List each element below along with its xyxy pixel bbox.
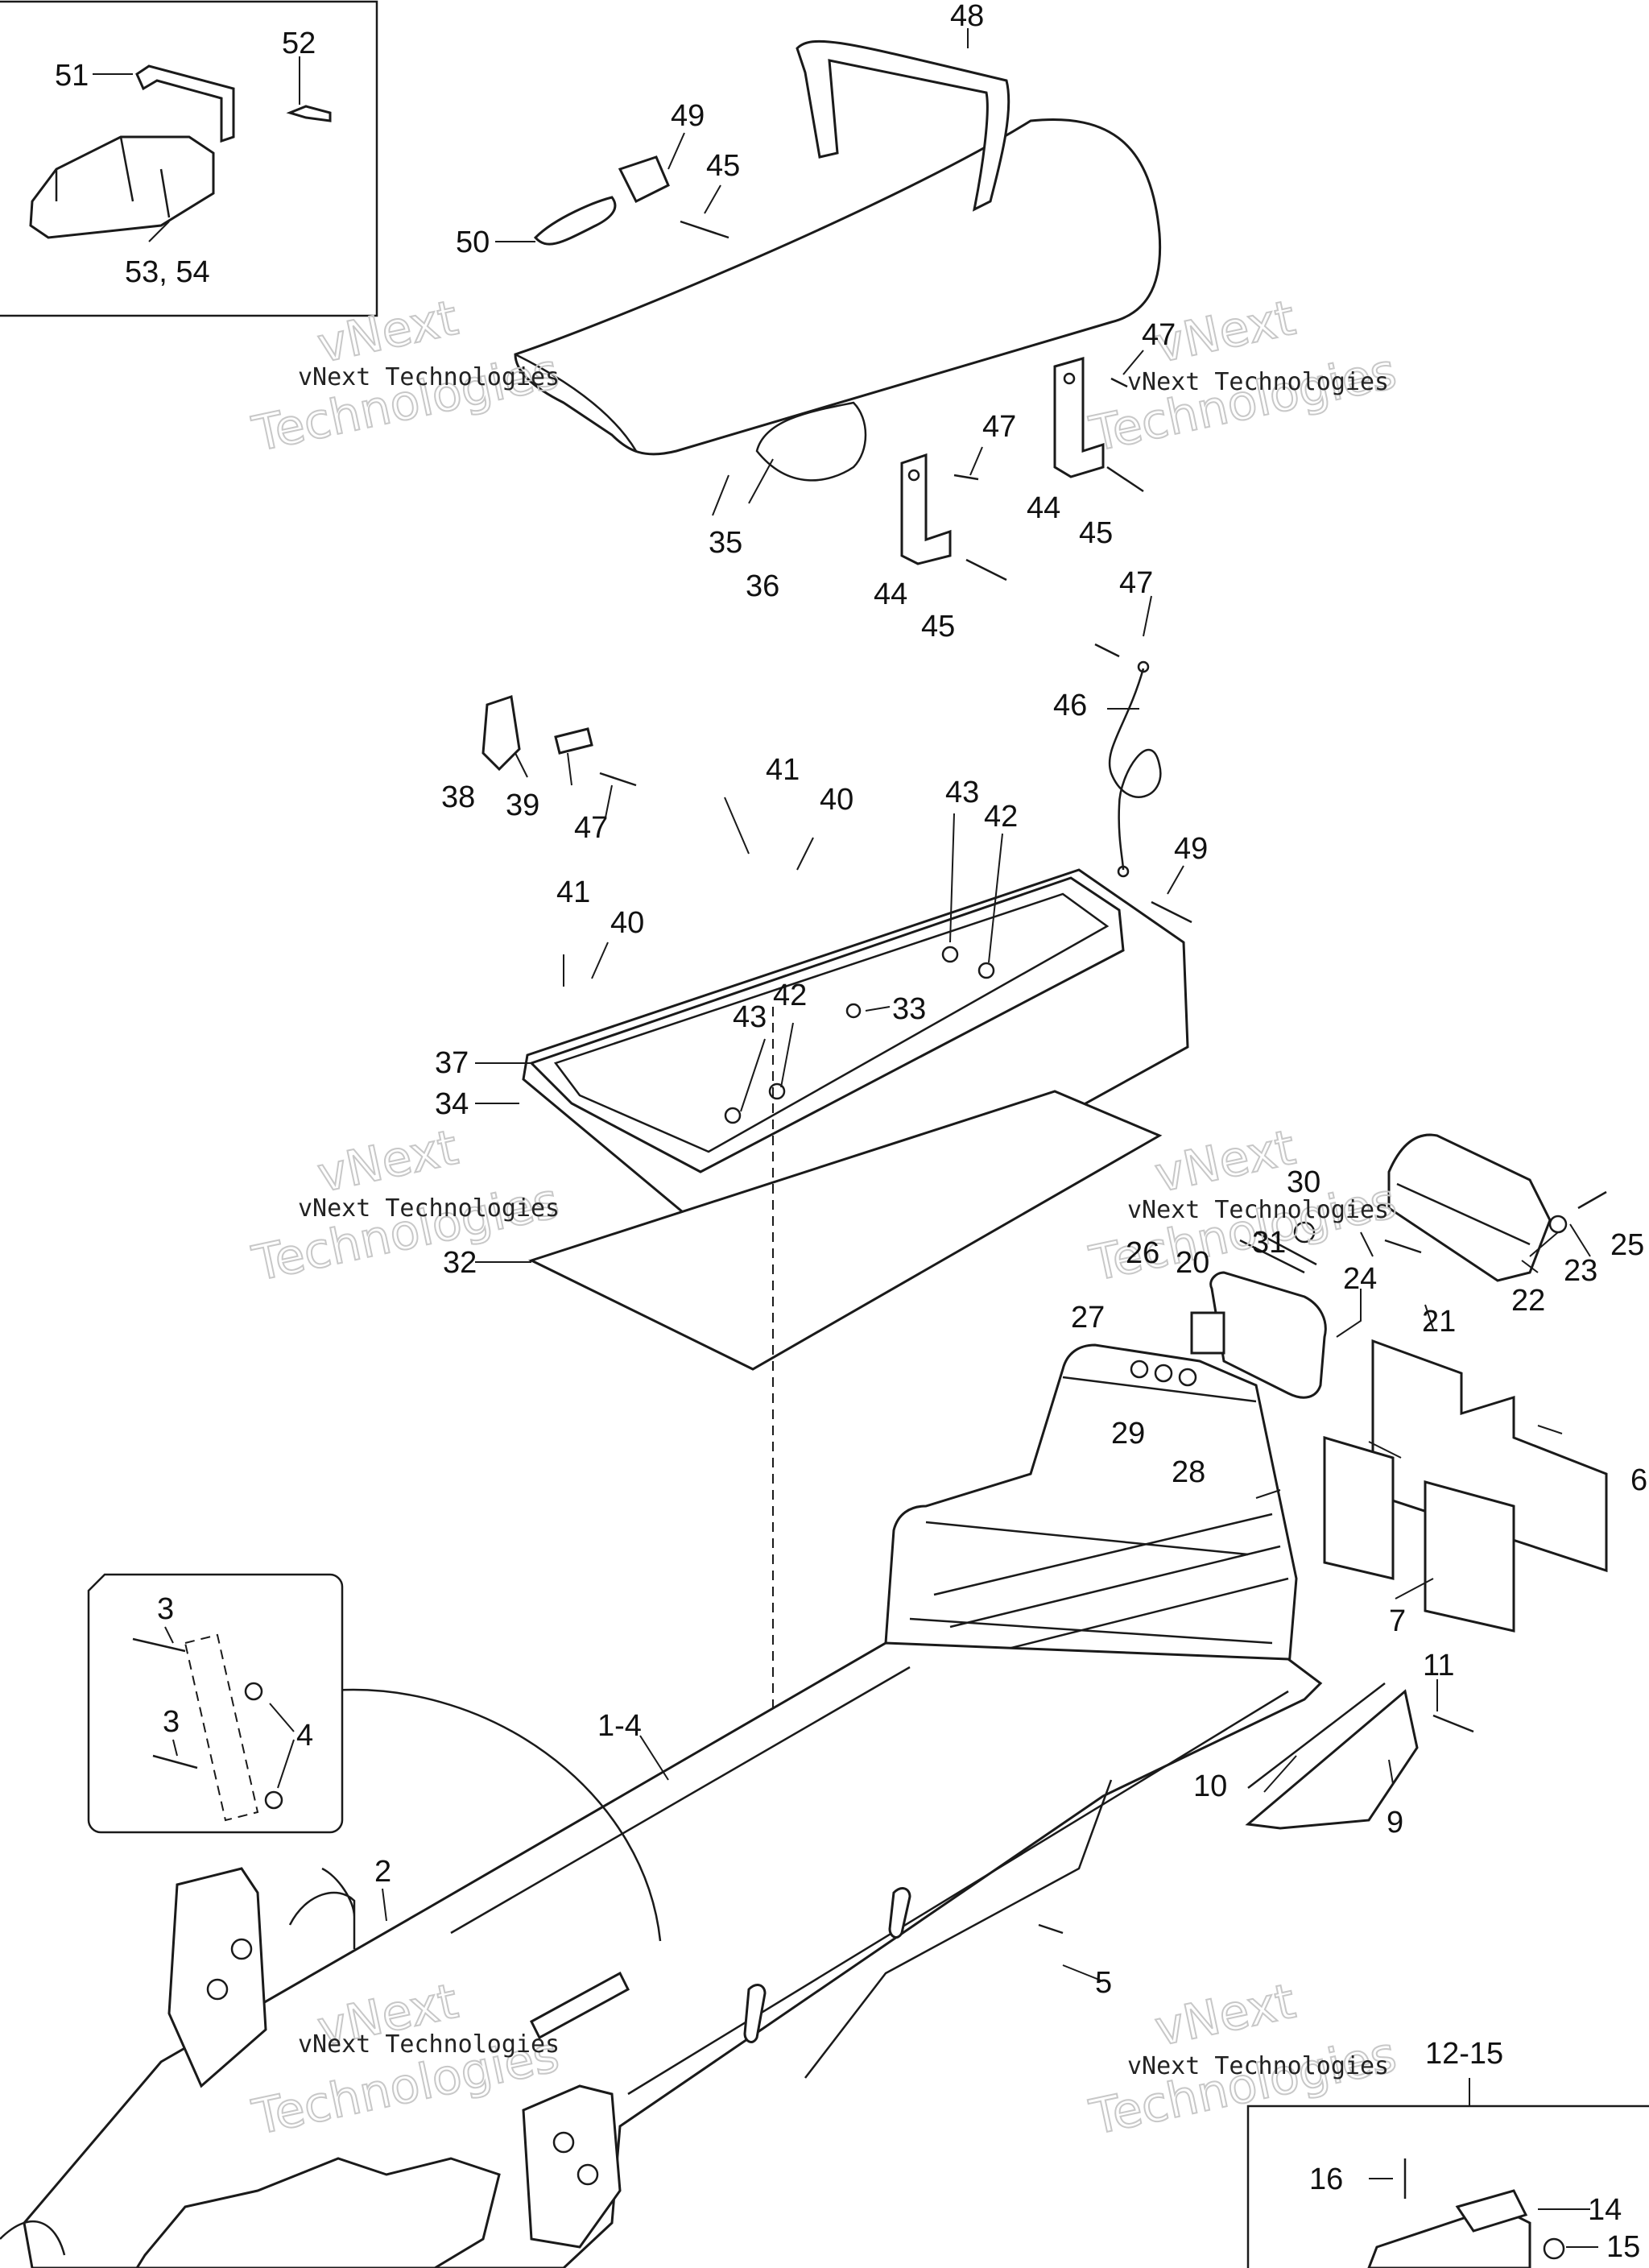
callout-39: 39	[506, 788, 539, 822]
callout-12-15: 12-15	[1425, 2037, 1503, 2071]
callout-45-top: 45	[706, 149, 740, 183]
mud-flaps	[1323, 1339, 1608, 1633]
watermark-big-1c: vNext	[313, 1120, 463, 1204]
callout-labels: 51 52 53, 54 48 49 45 50 47 47 35 36 44 …	[55, 0, 1647, 2264]
taillight-group	[1190, 1133, 1607, 1399]
callout-52: 52	[282, 27, 316, 60]
watermark-text-2: vNext Technologies	[1127, 368, 1389, 396]
callout-6: 6	[1630, 1463, 1647, 1497]
callout-7: 7	[1389, 1604, 1406, 1638]
callout-42-top: 42	[984, 800, 1018, 834]
callout-4: 4	[296, 1719, 313, 1753]
inset-seat-accessories	[0, 0, 378, 317]
callout-47-mid: 47	[982, 410, 1016, 444]
callout-11: 11	[1423, 1649, 1454, 1682]
callout-14: 14	[1588, 2193, 1622, 2227]
callout-20: 20	[1176, 1246, 1209, 1280]
callout-41-top: 41	[766, 753, 800, 787]
callout-40-left: 40	[610, 906, 644, 940]
callout-43-low: 43	[733, 1000, 767, 1034]
callout-10: 10	[1193, 1769, 1227, 1803]
callout-48: 48	[950, 0, 984, 33]
callout-16: 16	[1309, 2162, 1343, 2196]
callout-42-low: 42	[773, 979, 807, 1012]
callout-49-top: 49	[671, 99, 705, 133]
callout-45-low: 45	[921, 610, 955, 644]
watermark-big-2c: Technologies	[248, 1173, 564, 1293]
watermark-big-1f: vNext	[1151, 1973, 1300, 2058]
callout-46: 46	[1053, 689, 1087, 722]
callout-38: 38	[441, 780, 475, 814]
callout-44-left: 44	[874, 577, 907, 611]
watermark-big-2a: Technologies	[248, 343, 564, 463]
callout-53-54: 53, 54	[125, 255, 210, 289]
callout-23: 23	[1564, 1254, 1597, 1288]
callout-22: 22	[1511, 1284, 1545, 1318]
callout-36: 36	[746, 569, 779, 603]
seat-assembly	[514, 39, 1162, 482]
callout-21: 21	[1422, 1305, 1456, 1339]
callout-41-left: 41	[556, 875, 590, 909]
callout-26: 26	[1126, 1236, 1159, 1270]
callout-30: 30	[1287, 1165, 1320, 1199]
inset-bolts	[87, 1573, 344, 1834]
storage-box	[522, 868, 1189, 1933]
callout-24: 24	[1343, 1262, 1377, 1296]
callout-3-low: 3	[163, 1705, 180, 1739]
watermark-text-4: vNext Technologies	[1127, 1196, 1389, 1224]
callout-25: 25	[1610, 1228, 1644, 1262]
callout-9: 9	[1387, 1806, 1403, 1840]
callout-43-top: 43	[945, 776, 979, 809]
callout-31: 31	[1252, 1226, 1286, 1260]
callout-50: 50	[456, 226, 490, 259]
callout-2: 2	[374, 1855, 391, 1889]
callout-34: 34	[435, 1087, 469, 1121]
callout-47-low: 47	[1119, 566, 1153, 600]
fasteners-top	[533, 155, 1144, 658]
callout-28: 28	[1172, 1455, 1205, 1489]
callout-32: 32	[443, 1246, 477, 1280]
callout-51: 51	[55, 59, 89, 93]
watermark-text-5: vNext Technologies	[298, 2030, 560, 2059]
inset-hitch	[1246, 2105, 1649, 2268]
callout-1-4: 1-4	[597, 1709, 642, 1743]
callout-33: 33	[892, 992, 926, 1026]
callout-47-right: 47	[1142, 318, 1176, 352]
callout-29: 29	[1111, 1417, 1145, 1451]
callout-44-right: 44	[1027, 491, 1060, 525]
watermark-text-3: vNext Technologies	[298, 1194, 560, 1223]
callout-45-right: 45	[1079, 516, 1113, 550]
callout-47-left: 47	[574, 811, 608, 845]
callout-27: 27	[1071, 1301, 1105, 1335]
watermark-big-1d: vNext	[1151, 1120, 1300, 1204]
callout-37: 37	[435, 1046, 469, 1080]
callout-40-top: 40	[820, 783, 853, 817]
watermark-big-2b: Technologies	[1085, 343, 1402, 463]
tunnel-frame	[0, 1641, 1323, 2268]
callout-35: 35	[709, 526, 742, 560]
callout-3-top: 3	[157, 1592, 174, 1626]
watermark-text-6: vNext Technologies	[1127, 2052, 1389, 2080]
rear-rack	[884, 1343, 1298, 1717]
callout-5: 5	[1095, 1966, 1112, 2000]
leader-lines	[93, 28, 1598, 2248]
callout-49-low: 49	[1174, 832, 1208, 866]
hinges	[900, 357, 1105, 565]
tether-cable	[1108, 660, 1192, 924]
brackets-38-39	[481, 695, 637, 787]
callout-15: 15	[1606, 2230, 1640, 2264]
watermark-text-1: vNext Technologies	[298, 363, 560, 391]
